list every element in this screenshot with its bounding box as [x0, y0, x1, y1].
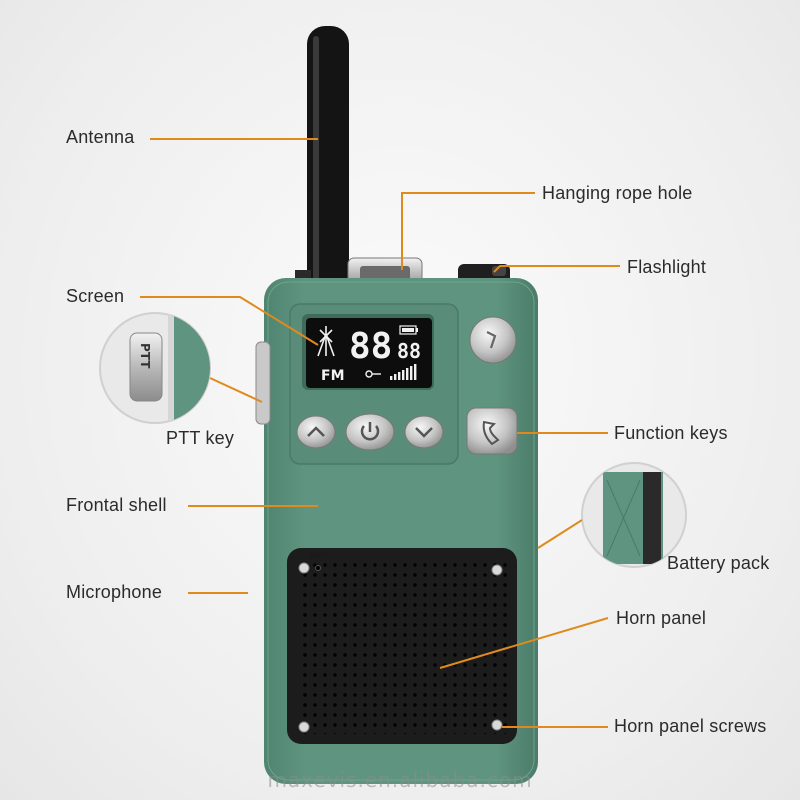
leader-battery	[537, 519, 583, 549]
leader-lines	[140, 138, 620, 728]
leader-flashlight	[493, 265, 620, 273]
function-keys-part	[466, 316, 518, 455]
label-battery-pack: Battery pack	[667, 553, 770, 573]
label-screen: Screen	[66, 286, 125, 306]
lcd-sub-digits: 88	[397, 339, 421, 363]
watermark: maxevis.en.alibaba.com	[267, 768, 533, 792]
leader-ptt	[209, 377, 263, 403]
lcd-channel-digits: 88	[349, 326, 392, 367]
nav-keys	[296, 413, 444, 451]
label-microphone: Microphone	[66, 582, 163, 602]
screw	[491, 719, 503, 731]
ptt-inset	[99, 312, 211, 424]
leader-screen	[140, 296, 319, 346]
label-function-keys: Function keys	[614, 423, 728, 443]
ptt-marking: PTT	[138, 343, 152, 369]
screw	[298, 721, 310, 733]
leader-horn-panel	[439, 617, 609, 669]
up-arrow-icon	[307, 426, 325, 437]
label-ptt-key: PTT key	[166, 428, 235, 448]
label-hanging-rope-hole: Hanging rope hole	[542, 183, 693, 203]
horn-panel-part	[287, 548, 517, 744]
label-frontal-shell: Frontal shell	[66, 495, 167, 515]
screw	[491, 564, 503, 576]
battery-inset	[581, 462, 687, 568]
leader-rope-hole	[401, 192, 535, 270]
label-antenna: Antenna	[66, 127, 135, 147]
lcd-mode: FM	[321, 368, 345, 384]
label-flashlight: Flashlight	[627, 257, 707, 277]
mic-hole	[315, 565, 321, 571]
label-horn-panel: Horn panel	[616, 608, 707, 628]
label-horn-panel-screws: Horn panel screws	[614, 716, 767, 736]
screw	[298, 562, 310, 574]
mic-marking: MIC	[310, 551, 327, 560]
antenna-part	[307, 26, 349, 296]
down-arrow-icon	[415, 427, 433, 438]
flashlight-key-icon	[486, 331, 497, 349]
lcd-screen	[306, 318, 432, 388]
power-icon	[360, 422, 380, 441]
phone-icon	[482, 420, 500, 446]
